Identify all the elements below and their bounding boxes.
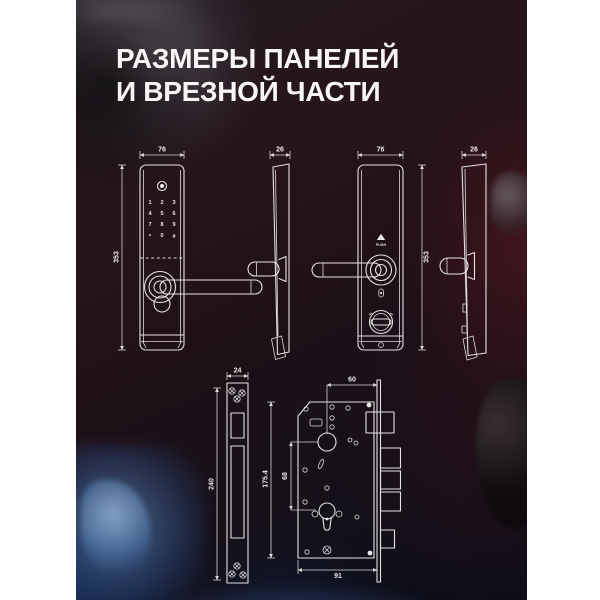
svg-text:1: 1 xyxy=(148,200,151,206)
lock-body-outline xyxy=(297,401,375,559)
faceplate-drawing: 24 240 xyxy=(209,368,249,584)
spindle-hole xyxy=(317,432,337,452)
cylinder-keyhole xyxy=(311,502,343,531)
keyhole-cover xyxy=(153,295,171,313)
latch-cutout xyxy=(230,412,245,439)
lock-body-height-dimension: 175.4 xyxy=(263,401,275,559)
svg-text:76: 76 xyxy=(377,147,385,154)
front-side-depth-dimension: 26 xyxy=(269,147,291,159)
svg-text:76: 76 xyxy=(158,147,166,154)
front-handle xyxy=(143,270,263,304)
backset-dimension: 60 xyxy=(326,377,378,434)
screw-holes xyxy=(302,402,373,556)
front-panel-bottom-cap xyxy=(139,334,185,349)
faceplate-height-dimension: 240 xyxy=(209,387,221,581)
lock-body-drawing: 175.4 60 68 xyxy=(263,377,402,583)
svg-text:60: 60 xyxy=(348,377,356,384)
svg-text:4: 4 xyxy=(148,211,152,217)
svg-text:175.4: 175.4 xyxy=(263,470,270,488)
camera-sensor xyxy=(156,180,168,192)
back-handle xyxy=(311,254,397,286)
latch-bolt xyxy=(365,411,395,434)
deadbolts xyxy=(379,447,402,549)
ice-glow-decoration xyxy=(76,445,206,600)
gray-rock-decoration xyxy=(491,172,527,238)
back-panel-side-drawing: 26 xyxy=(439,147,487,361)
front-side-handle xyxy=(247,255,287,283)
svg-text:353: 353 xyxy=(114,251,121,263)
svg-text:353: 353 xyxy=(424,251,431,263)
faceplate-top-screws xyxy=(228,387,246,403)
faceplate-outline xyxy=(226,382,249,584)
svg-text:5: 5 xyxy=(160,211,163,217)
svg-text:*: * xyxy=(149,234,152,240)
red-rock-decoration xyxy=(476,378,527,528)
back-side-profile xyxy=(461,163,487,361)
hole-centers-dimension: 68 xyxy=(282,441,318,511)
svg-text:91: 91 xyxy=(334,573,342,580)
back-panel-drawing: 76 353 PUSH xyxy=(311,147,431,351)
front-panel-outline xyxy=(139,164,185,351)
svg-text:68: 68 xyxy=(282,472,289,480)
svg-text:6: 6 xyxy=(172,211,175,217)
back-panel-outline xyxy=(357,164,404,351)
svg-text:PUSH: PUSH xyxy=(376,243,387,247)
title-line-2: И ВРЕЗНОЙ ЧАСТИ xyxy=(116,76,381,107)
svg-text:240: 240 xyxy=(209,478,216,490)
page-title: РАЗМЕРЫ ПАНЕЛЕЙ И ВРЕЗНОЙ ЧАСТИ xyxy=(116,42,399,108)
svg-text:9: 9 xyxy=(172,222,175,228)
ice-crystal-decoration xyxy=(81,480,151,575)
back-side-handle xyxy=(439,251,476,281)
svg-text:24: 24 xyxy=(234,368,242,375)
lock-body-width-dimension: 91 xyxy=(297,560,378,580)
svg-text:26: 26 xyxy=(470,147,478,154)
back-panel-width-dimension: 76 xyxy=(357,147,404,159)
svg-text:8: 8 xyxy=(160,222,163,228)
svg-text:26: 26 xyxy=(276,147,284,154)
poster: РАЗМЕРЫ ПАНЕЛЕЙ И ВРЕЗНОЙ ЧАСТИ 76 353 1 xyxy=(76,0,527,600)
keypad: 1 2 3 4 5 6 7 8 9 * 0 # xyxy=(148,200,176,240)
back-panel-height-dimension: 353 xyxy=(418,164,431,351)
usb-port-icon xyxy=(378,288,384,298)
front-side-profile xyxy=(271,163,290,361)
svg-text:7: 7 xyxy=(148,222,151,228)
svg-text:0: 0 xyxy=(160,233,163,239)
svg-text:3: 3 xyxy=(172,200,175,206)
front-panel-drawing: 76 353 1 2 3 4 5 6 7 8 9 * 0 xyxy=(114,147,263,351)
title-line-1: РАЗМЕРЫ ПАНЕЛЕЙ xyxy=(116,43,400,74)
svg-text:2: 2 xyxy=(160,200,163,206)
thumbturn-knob xyxy=(368,309,394,335)
front-panel-height-dimension: 353 xyxy=(114,164,126,351)
front-panel-width-dimension: 76 xyxy=(139,147,185,159)
back-side-depth-dimension: 26 xyxy=(461,147,487,159)
deadbolt-cutout xyxy=(230,445,245,539)
faceplate-width-dimension: 24 xyxy=(226,368,249,380)
push-indicator: PUSH xyxy=(376,233,387,247)
faceplate-bottom-screws xyxy=(228,562,247,579)
svg-text:#: # xyxy=(172,234,176,240)
back-panel-bottom-cap xyxy=(357,335,404,349)
front-panel-side-drawing: 26 xyxy=(247,147,291,361)
